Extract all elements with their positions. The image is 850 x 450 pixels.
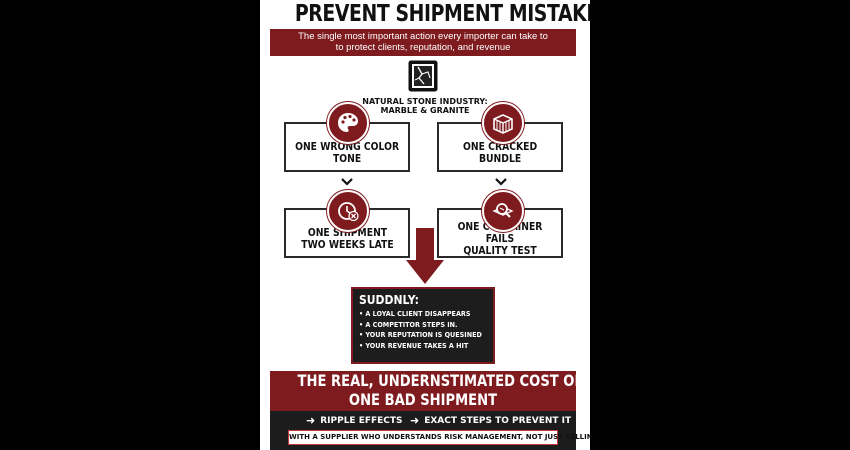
industry-label: NATURAL STONE INDUSTRY: MARBLE & GRANITE [362,97,488,115]
suddenly-box: SUDDNLY: A LOYAL CLIENT DISAPPEARS A COM… [351,287,495,364]
subtitle-line-1: The single most important action every i… [298,31,548,42]
list-item: YOUR REVENUE TAKES A HIT [359,341,477,352]
chevron-down-icon [341,178,353,186]
chevron-down-icon [495,178,507,186]
subtitle-banner: The single most important action every i… [270,29,576,56]
arrow-right-icon: ➜ [410,414,420,427]
arrow-down-icon [406,228,444,284]
infographic-poster: PREVENT SHIPMENT MISTAKES The single mos… [260,0,590,450]
cost-line-1: THE REAL, UNDERNSTIMATED COST OF [297,371,584,390]
arrow-right-icon: ➜ [306,414,316,427]
suddenly-list: A LOYAL CLIENT DISAPPEARS A COMPETITOR S… [359,309,487,351]
page-title: PREVENT SHIPMENT MISTAKES [294,1,590,27]
footer-panel: ➜ RIPPLE EFFECTS ➜ EXACT STEPS TO PREVEN… [270,411,590,450]
clock-cancel-icon [327,190,369,232]
cost-line-2: ONE BAD SHIPMENT [348,390,498,409]
cost-banner: THE REAL, UNDERNSTIMATED COST OF ONE BAD… [270,371,584,411]
list-item: A LOYAL CLIENT DISAPPEARS [359,309,477,320]
list-item: YOUR REPUTATION IS QUESINED [359,330,481,341]
bundle-crate-icon [482,102,524,144]
suddenly-heading: SUDDNLY: [359,293,419,307]
exact-steps: ➜ EXACT STEPS TO PREVENT IT [410,414,572,427]
list-item: A COMPETITOR STEPS IN. [359,320,477,331]
subtitle-line-2: to protect clients, reputation, and reve… [335,42,511,53]
magnifier-test-icon [482,190,524,232]
palette-icon [327,102,369,144]
ripple-effects: ➜ RIPPLE EFFECTS [306,414,403,427]
supplier-callout: WITH A SUPPLIER WHO UNDERSTANDS RISK MAN… [288,430,590,445]
cracked-stone-icon [408,60,438,92]
